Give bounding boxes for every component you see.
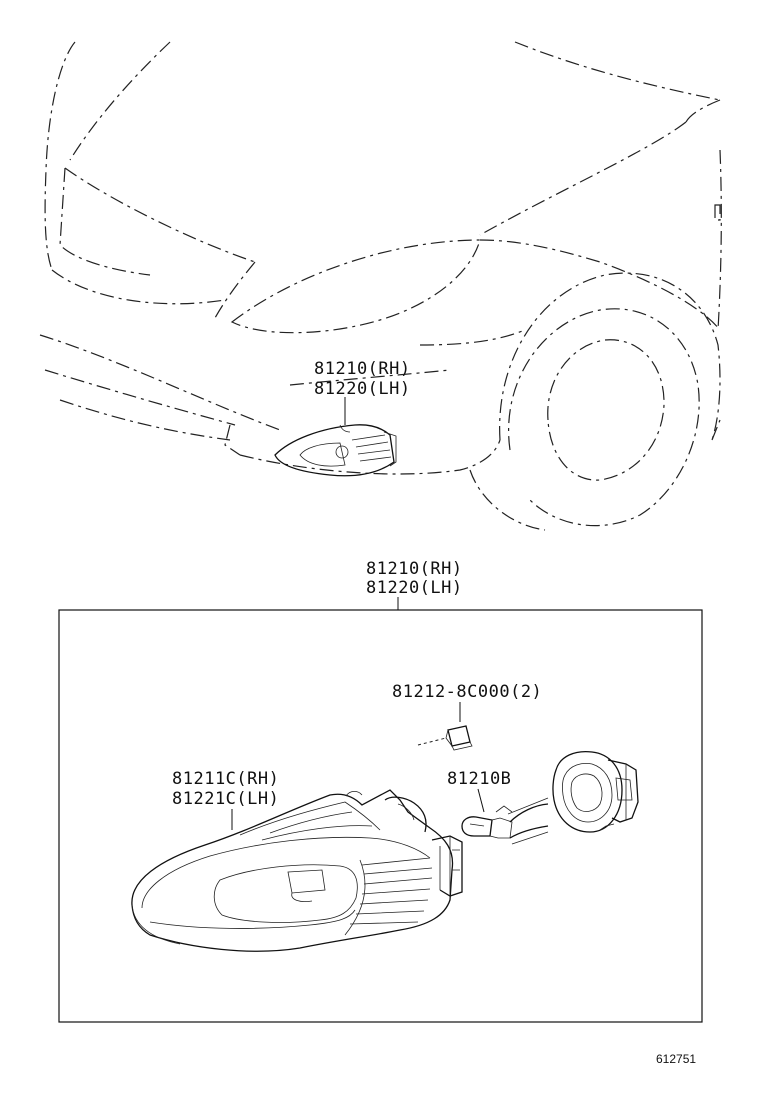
bulb-label: 81210B	[447, 769, 511, 789]
assembly-frame	[58, 609, 703, 1023]
retainer-clip-icon	[417, 725, 473, 751]
fog-lamp-assembly	[131, 789, 463, 952]
assembly-callout-rh: 81210(RH)	[366, 559, 463, 579]
socket-connector-icon	[552, 750, 639, 833]
figure-id: 612751	[656, 1052, 696, 1066]
lens-label-rh: 81211C(RH)	[172, 769, 279, 789]
lens-label-lh: 81221C(LH)	[172, 789, 279, 809]
fog-lamp-in-car	[274, 424, 397, 477]
bulb-icon	[461, 797, 549, 845]
retainer-label: 81212-8C000(2)	[392, 682, 542, 702]
car-outline	[39, 41, 722, 531]
bulb-leader	[477, 788, 485, 813]
car-callout-rh: 81210(RH)	[314, 359, 411, 379]
car-callout-lh: 81220(LH)	[314, 379, 411, 399]
assembly-callout-lh: 81220(LH)	[366, 578, 463, 598]
